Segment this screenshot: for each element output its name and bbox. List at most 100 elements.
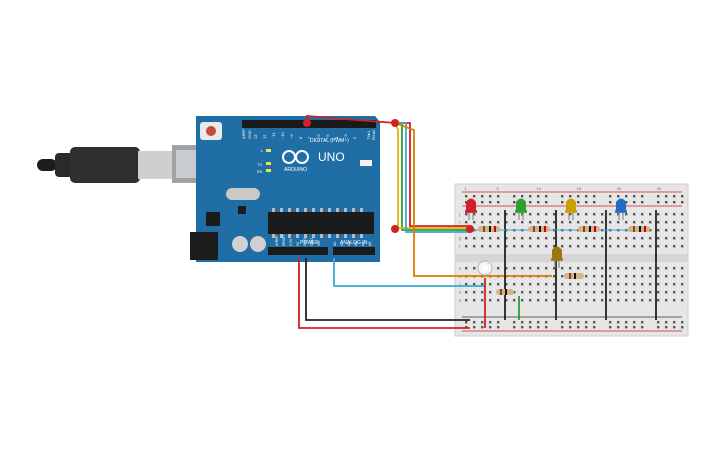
breadboard-hole (577, 291, 580, 294)
resistor[interactable] (564, 273, 584, 279)
breadboard-hole (633, 283, 636, 286)
breadboard-hole (561, 291, 564, 294)
wire-a0[interactable] (333, 258, 485, 287)
resistor[interactable] (628, 226, 650, 232)
breadboard-row-label: e (459, 266, 462, 271)
breadboard-hole (593, 245, 596, 248)
breadboard-hole (561, 299, 564, 302)
breadboard-hole (561, 321, 564, 324)
wire-orange[interactable] (394, 122, 552, 277)
breadboard-hole (553, 221, 556, 224)
breadboard-hole (505, 213, 508, 216)
led-blue[interactable] (615, 198, 627, 221)
breadboard-hole (673, 221, 676, 224)
wire-5v[interactable] (298, 258, 470, 329)
resistors[interactable] (478, 226, 650, 295)
breadboard-hole (609, 201, 612, 204)
led-green[interactable] (515, 198, 527, 221)
breadboard-hole (481, 221, 484, 224)
breadboard-hole (561, 326, 564, 329)
breadboard-hole (617, 299, 620, 302)
breadboard-hole (681, 326, 684, 329)
breadboard-hole (513, 221, 516, 224)
breadboard-hole (585, 221, 588, 224)
breadboard-hole (465, 237, 468, 240)
breadboard-hole (617, 245, 620, 248)
breadboard-hole (473, 267, 476, 270)
arduino-board[interactable]: UNO ARDUINO DIGITAL (PWM~) POWER ANALOG … (190, 116, 380, 262)
breadboard-hole (569, 245, 572, 248)
tx-led-label: TX (257, 162, 262, 167)
led-amber[interactable] (551, 246, 563, 269)
breadboard-hole (641, 299, 644, 302)
junctions (303, 119, 474, 233)
wire-blue-top[interactable] (395, 122, 470, 233)
photoresistor[interactable] (477, 260, 493, 276)
breadboard-hole (625, 245, 628, 248)
breadboard-column-label: 15 (577, 186, 582, 191)
breadboard-hole (521, 245, 524, 248)
breadboard-hole (681, 229, 684, 232)
breadboard-hole (537, 221, 540, 224)
breadboard-hole (609, 195, 612, 198)
breadboard-hole (537, 245, 540, 248)
breadboard-hole (529, 201, 532, 204)
breadboard-hole (665, 245, 668, 248)
breadboard-hole (577, 267, 580, 270)
breadboard-hole (649, 245, 652, 248)
breadboard-hole (673, 213, 676, 216)
leds[interactable] (465, 198, 627, 269)
breadboard-hole (521, 299, 524, 302)
breadboard-hole (673, 229, 676, 232)
led-yellow[interactable] (565, 198, 577, 221)
breadboard-hole (505, 283, 508, 286)
breadboard-hole (553, 267, 556, 270)
breadboard-hole (609, 213, 612, 216)
breadboard-hole (593, 213, 596, 216)
resistor[interactable] (528, 226, 550, 232)
analog-header (333, 247, 375, 255)
breadboard-hole (633, 321, 636, 324)
breadboard-hole (673, 245, 676, 248)
breadboard-column-label: 1 (465, 186, 468, 191)
breadboard-hole (641, 291, 644, 294)
breadboard-hole (681, 237, 684, 240)
breadboard-hole (537, 267, 540, 270)
breadboard-hole (641, 195, 644, 198)
breadboard-hole (521, 237, 524, 240)
breadboard-hole (625, 201, 628, 204)
wires[interactable] (298, 115, 657, 329)
resistor[interactable] (478, 226, 500, 232)
resistor[interactable] (496, 289, 514, 295)
led-red[interactable] (465, 198, 477, 221)
arduino-logo (282, 150, 309, 164)
breadboard-hole (657, 195, 660, 198)
breadboard-hole (473, 321, 476, 324)
breadboard-hole (473, 195, 476, 198)
analog-pin-label: A0 (333, 242, 337, 246)
digital-pin-label: 12 (262, 134, 267, 139)
analog-header-label: ANALOG IN (340, 240, 368, 246)
wire-gnd[interactable] (305, 258, 470, 321)
breadboard-hole (617, 213, 620, 216)
breadboard-hole (601, 245, 604, 248)
breadboard-hole (625, 321, 628, 324)
breadboard-hole (649, 221, 652, 224)
breadboard-hole (553, 291, 556, 294)
breadboard-hole (497, 195, 500, 198)
breadboard-hole (585, 299, 588, 302)
breadboard-hole (609, 237, 612, 240)
breadboard-hole (537, 237, 540, 240)
breadboard-hole (617, 326, 620, 329)
breadboard-hole (505, 237, 508, 240)
breadboard-hole (545, 321, 548, 324)
breadboard-row-label: g (459, 236, 461, 241)
breadboard-hole (593, 237, 596, 240)
resistor[interactable] (578, 226, 600, 232)
breadboard-hole (665, 267, 668, 270)
breadboard-hole (465, 221, 468, 224)
breadboard-hole (657, 237, 660, 240)
breadboard-hole (633, 237, 636, 240)
usb-cable[interactable] (37, 145, 222, 183)
